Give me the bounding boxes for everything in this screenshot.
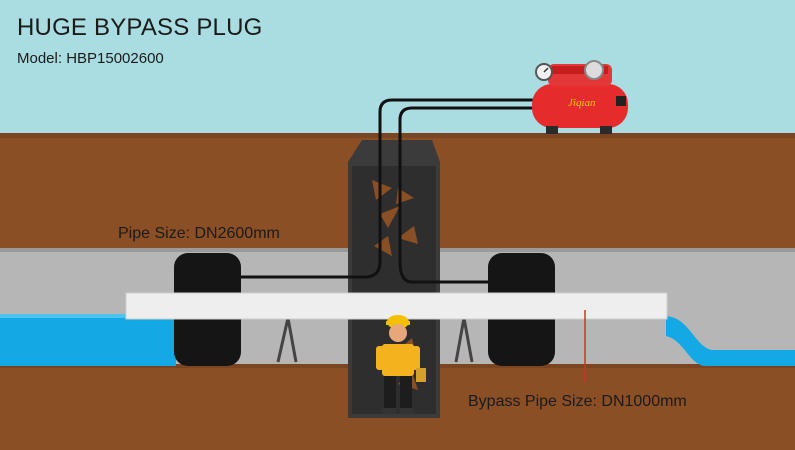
water-upstream: [0, 314, 176, 366]
model-number: Model: HBP15002600: [17, 50, 164, 67]
water-downstream: [666, 316, 795, 366]
ground-surface-line: [0, 133, 795, 138]
worker-icon: [376, 315, 426, 414]
air-hoses: [240, 98, 540, 284]
bypass-pipe-size-label: Bypass Pipe Size: DN1000mm: [468, 393, 687, 410]
compressor-brand-logo: Jiqian: [568, 97, 596, 109]
air-compressor-icon: Jiqian: [532, 60, 628, 134]
page-title: HUGE BYPASS PLUG: [17, 14, 263, 41]
sky: [0, 0, 795, 140]
pipe-size-label: Pipe Size: DN2600mm: [118, 225, 280, 242]
